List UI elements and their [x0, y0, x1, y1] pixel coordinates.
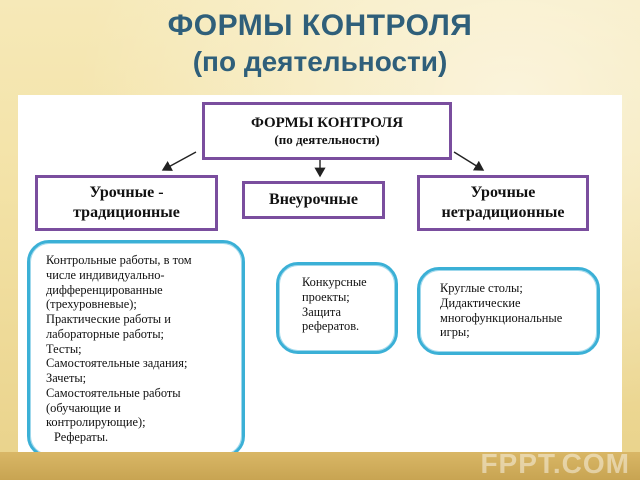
list-item: Тесты; — [46, 341, 82, 356]
list-item: Рефераты. — [54, 430, 109, 444]
category-lesson-nontraditional: Урочные нетрадиционные — [417, 175, 589, 231]
items-lesson-traditional: Контрольные работы, в том числе индивиду… — [27, 240, 245, 458]
list-item: многофункциональные — [440, 310, 563, 325]
footer-bar — [0, 452, 640, 480]
arrow-to-lesson-traditional — [161, 151, 197, 171]
list-item: Контрольные работы, в том — [46, 253, 192, 267]
list-item: игры; — [440, 325, 470, 340]
list-item: рефератов. — [302, 319, 360, 334]
root-node-title: ФОРМЫ КОНТРОЛЯ — [250, 115, 404, 132]
items-extracurricular: Конкурсные проекты; Защита рефератов. — [276, 262, 398, 354]
slide-title: ФОРМЫ КОНТРОЛЯ (по деятельности) — [0, 8, 640, 79]
list-item: дифференцированные — [46, 282, 163, 297]
list-item: Самостоятельные задания; — [46, 356, 188, 371]
list-item: Зачеты; — [46, 371, 87, 385]
list-item: (обучающие и — [46, 400, 121, 415]
category-label-line: Урочные - — [89, 184, 164, 201]
category-extracurricular: Внеурочные — [242, 181, 385, 219]
root-node: ФОРМЫ КОНТРОЛЯ (по деятельности) — [202, 102, 452, 160]
category-label-line: нетрадиционные — [441, 204, 565, 221]
arrow-to-lesson-nontraditional — [453, 151, 485, 171]
slide-title-line-1: ФОРМЫ КОНТРОЛЯ — [167, 9, 473, 42]
list-item: контролирующие); — [46, 415, 146, 430]
root-node-subtitle: (по деятельности) — [274, 132, 380, 148]
category-label-line: Внеурочные — [269, 191, 358, 208]
category-label-line: традиционные — [73, 204, 180, 221]
list-item: проекты; — [302, 289, 350, 304]
list-item: числе индивидуально- — [46, 267, 165, 282]
list-item: лабораторные работы; — [46, 326, 164, 341]
list-item: Конкурсные — [302, 275, 367, 289]
slide-title-line-2: (по деятельности) — [192, 45, 448, 77]
list-item: (трехуровневые); — [46, 297, 137, 312]
category-label-line: Урочные — [470, 184, 536, 201]
list-item: Защита — [302, 304, 341, 319]
watermark: FPPT.COM — [480, 448, 630, 479]
list-item: Круглые столы; — [440, 281, 523, 295]
list-item: Практические работы и — [46, 312, 171, 326]
category-lesson-traditional: Урочные - традиционные — [35, 175, 218, 231]
items-lesson-nontraditional: Круглые столы; Дидактические многофункци… — [417, 267, 600, 355]
list-item: Самостоятельные работы — [46, 385, 181, 400]
list-item: Дидактические — [440, 295, 521, 310]
